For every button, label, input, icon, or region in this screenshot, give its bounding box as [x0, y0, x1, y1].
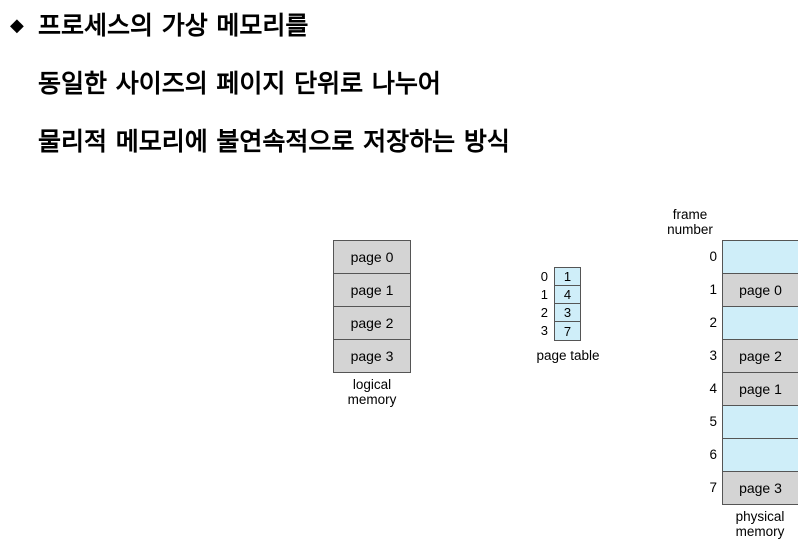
page-table-label: page table [536, 348, 600, 363]
physical-frame-2 [722, 306, 798, 340]
frame-number-header-2: number [667, 222, 713, 237]
frame-number-0: 0 [709, 249, 717, 264]
frame-number-1: 1 [709, 282, 717, 297]
frame-number-2: 2 [709, 315, 717, 330]
physical-frame-3: page 2 [722, 339, 798, 373]
heading-line-1: ◆ 프로세스의 가상 메모리를 [10, 6, 308, 42]
logical-memory-label-1: logical [352, 377, 392, 392]
frame-number-header: frame number [656, 207, 724, 237]
logical-page-2: page 2 [333, 306, 411, 340]
frame-number-7: 7 [709, 480, 717, 495]
logical-page-3: page 3 [333, 339, 411, 373]
frame-number-6: 6 [709, 447, 717, 462]
logical-page-0: page 0 [333, 240, 411, 274]
frame-number-header-1: frame [672, 207, 708, 222]
pt-frame-2: 3 [554, 303, 581, 322]
pt-frame-0: 1 [554, 267, 581, 286]
physical-memory-label-2: memory [735, 524, 785, 539]
physical-frame-7: page 3 [722, 471, 798, 505]
heading-line-3: 물리적 메모리에 불연속적으로 저장하는 방식 [38, 127, 510, 156]
logical-memory-label: logical memory [333, 377, 411, 407]
frame-number-3: 3 [709, 348, 717, 363]
pt-frame-1: 4 [554, 285, 581, 304]
pt-index-1: 1 [540, 287, 548, 302]
frame-number-4: 4 [709, 381, 717, 396]
pt-index-0: 0 [540, 269, 548, 284]
diamond-bullet-icon: ◆ [10, 15, 24, 36]
logical-memory-label-2: memory [347, 392, 397, 407]
physical-memory-label: physical memory [722, 509, 798, 539]
pt-index-3: 3 [540, 323, 548, 338]
physical-frame-1: page 0 [722, 273, 798, 307]
heading-line-1-text: 프로세스의 가상 메모리를 [38, 11, 309, 40]
frame-number-5: 5 [709, 414, 717, 429]
physical-frame-4: page 1 [722, 372, 798, 406]
physical-frame-0 [722, 240, 798, 274]
heading-line-2: 동일한 사이즈의 페이지 단위로 나누어 [38, 69, 441, 98]
logical-page-1: page 1 [333, 273, 411, 307]
pt-frame-3: 7 [554, 321, 581, 341]
pt-index-2: 2 [540, 305, 548, 320]
physical-memory-label-1: physical [735, 509, 785, 524]
physical-frame-6 [722, 438, 798, 472]
physical-frame-5 [722, 405, 798, 439]
